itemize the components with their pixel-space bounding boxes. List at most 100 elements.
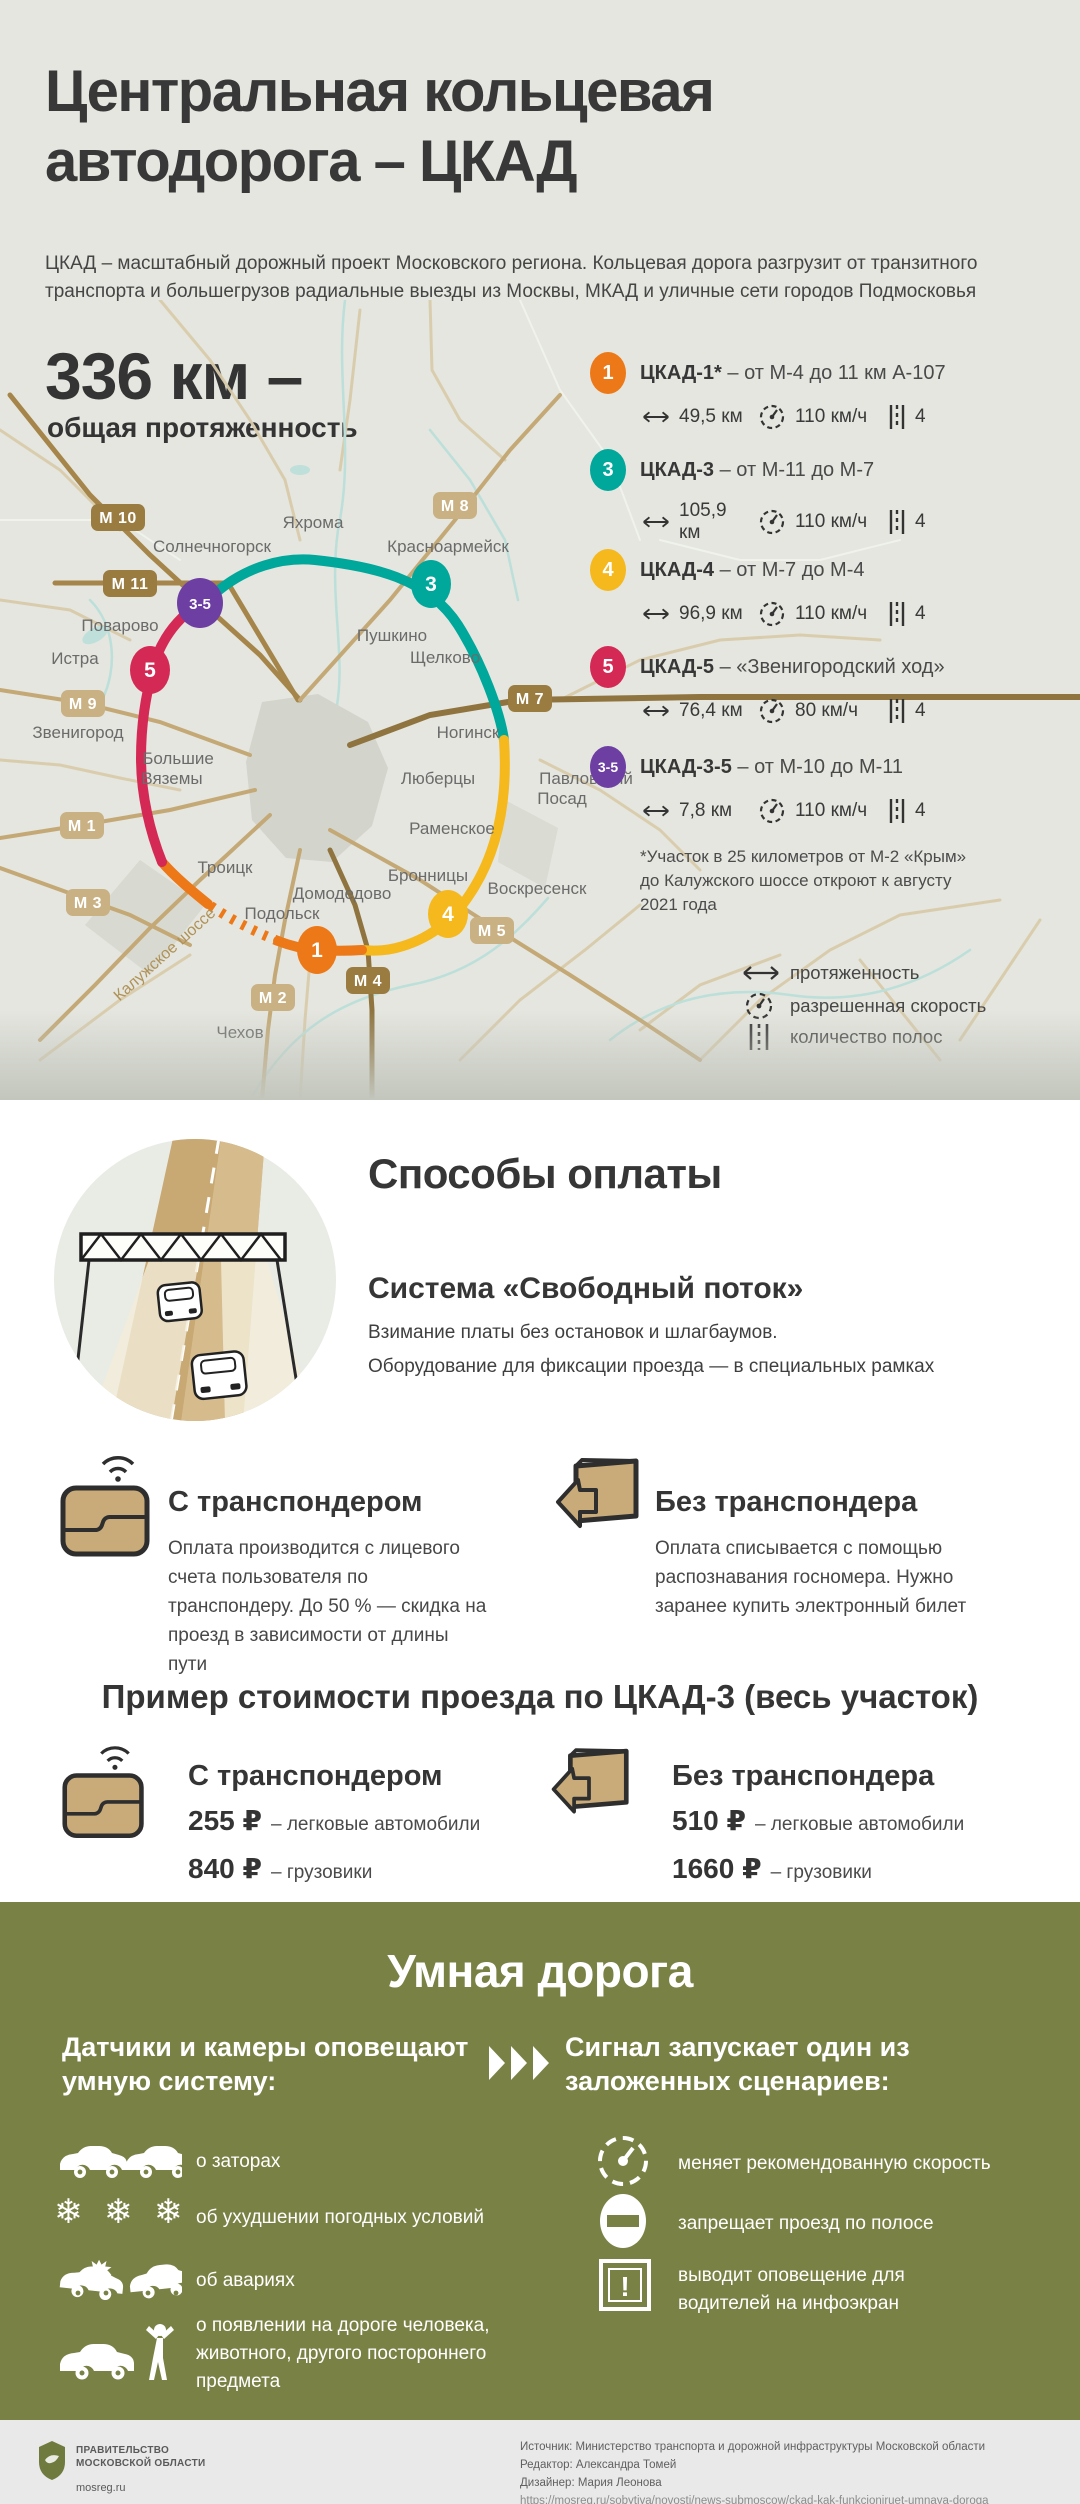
transponder-icon xyxy=(60,1456,150,1557)
badge-m10: М 10 xyxy=(99,510,137,527)
gov-logo-text: ПРАВИТЕЛЬСТВО МОСКОВСКОЙ ОБЛАСТИ xyxy=(76,2445,206,2469)
segment-stats: 96,9 км 110 км/ч 4 xyxy=(590,600,1070,628)
segment-speed: 110 км/ч xyxy=(795,406,868,427)
car-price: 510 ₽ xyxy=(672,1805,746,1836)
car-price: 255 ₽ xyxy=(188,1805,262,1836)
payment-subheading: Система «Свободный поток» xyxy=(368,1272,804,1305)
transponder-icon xyxy=(62,1746,144,1839)
svg-text:3: 3 xyxy=(425,573,437,596)
segment-title: ЦКАД-3-5 – от М-10 до М-11 xyxy=(640,755,904,778)
car-crash-icon xyxy=(59,2259,182,2300)
segment-lanes: 4 xyxy=(915,603,926,624)
pricing-with-car-row: 255 ₽ – легковые автомобили xyxy=(188,1804,480,1837)
ring-segment-ckad3 xyxy=(205,554,509,745)
credits-block: Источник: Министерство транспорта и доро… xyxy=(520,2438,989,2504)
segment-lanes: 4 xyxy=(915,406,926,427)
city-label: Воскресенск xyxy=(488,879,587,898)
city-label: Пушкино xyxy=(357,626,427,645)
speedometer-icon xyxy=(598,2136,648,2186)
car-price-label: – легковые автомобили xyxy=(754,1814,965,1835)
e-ticket-icon xyxy=(551,1748,629,1814)
lanes-icon xyxy=(889,699,905,723)
segment-stats: 49,5 км 110 км/ч 4 xyxy=(590,403,1070,431)
moscow-city-shape xyxy=(246,694,388,862)
segment-title: ЦКАД-1* – от М-4 до 11 км А-107 xyxy=(640,361,946,384)
truck-price: 1660 ₽ xyxy=(672,1853,762,1884)
city-label: Яхрома xyxy=(283,513,344,532)
credit-designer: Дизайнер: Мария Леонова xyxy=(520,2477,662,2489)
with-transponder-title: С транспондером xyxy=(168,1486,423,1518)
badge-m8: М 8 xyxy=(441,498,469,515)
segment-number-badge: 3-5 xyxy=(590,746,626,788)
credit-editor: Редактор: Александра Томей xyxy=(520,2459,677,2471)
length-icon xyxy=(643,516,669,528)
segment-lanes: 4 xyxy=(915,700,926,721)
city-label: Солнечногорск xyxy=(153,537,271,556)
segment-length: 76,4 км xyxy=(679,700,743,721)
segment-number-badge: 4 xyxy=(590,549,626,591)
payment-heading: Способы оплаты xyxy=(368,1150,722,1197)
segment-speed: 110 км/ч xyxy=(795,603,868,624)
city-label: Бронницы xyxy=(388,866,468,885)
length-icon xyxy=(643,411,669,423)
segment-title: ЦКАД-3 – от М-11 до М-7 xyxy=(640,458,875,481)
without-transponder-title: Без транспондера xyxy=(655,1486,918,1518)
segment-length: 49,5 км xyxy=(679,406,743,427)
svg-text:4: 4 xyxy=(442,903,454,926)
ring-marker-3-5: 3-5 xyxy=(177,578,223,628)
sensors-header: Датчики и камеры оповещают умную систему… xyxy=(62,2032,469,2096)
car-price-label: – легковые автомобили xyxy=(270,1814,481,1835)
car-person-icon xyxy=(60,2324,174,2380)
map-federal-highways xyxy=(0,392,1080,1100)
ckad-map: М 10 М 11 М 8 М 9 М 7 М 1 М 3 М 2 М 4 М … xyxy=(0,300,1080,1100)
legend-length-label: протяженность xyxy=(790,962,919,983)
toll-gantry-illustration xyxy=(54,1139,336,1421)
snowflakes-icon: ❄ ❄ ❄ xyxy=(54,2193,189,2231)
sensor-label: об ухудшении погодных условий xyxy=(196,2207,484,2228)
sensor-label: о заторах xyxy=(196,2151,281,2172)
pricing-heading: Пример стоимости проезда по ЦКАД-3 (весь… xyxy=(101,1678,979,1715)
city-label: Большие xyxy=(142,749,214,768)
ring-marker-3: 3 xyxy=(411,560,451,608)
car-front xyxy=(156,1281,203,1323)
scenario-label: выводит оповещение для водителей на инфо… xyxy=(678,2265,905,2314)
svg-text:1: 1 xyxy=(311,939,323,962)
segment-item-ckad3-5: 3-5 ЦКАД-3-5 – от М-10 до М-11 7,8 км 11… xyxy=(590,746,1070,825)
payment-line1: Взимание платы без остановок и шлагбаумо… xyxy=(368,1322,778,1343)
truck-price-label: – грузовики xyxy=(770,1862,872,1883)
map-city-labels: Яхрома Солнечногорск Красноармейск Повар… xyxy=(32,513,632,1042)
city-label: Вяземы xyxy=(141,769,202,788)
segment-title: ЦКАД-4 – от М-7 до М-4 xyxy=(640,558,865,581)
segment-number-badge: 1 xyxy=(590,352,626,394)
sensor-label: об авариях xyxy=(196,2270,295,2291)
segment-item-ckad3: 3 ЦКАД-3 – от М-11 до М-7 105,9 км 110 к… xyxy=(590,449,1070,544)
intro-paragraph: ЦКАД – масштабный дорожный проект Москов… xyxy=(45,253,978,302)
without-transponder-desc: Оплата списывается с помощью распознаван… xyxy=(655,1538,967,1617)
map-road-badges: М 10 М 11 М 8 М 9 М 7 М 1 М 3 М 2 М 4 М … xyxy=(60,492,552,1011)
source-url-link[interactable]: https://mosreg.ru/sobytiya/novosti/news-… xyxy=(520,2495,989,2504)
payment-line2: Оборудование для фиксации проезда — в сп… xyxy=(368,1356,935,1377)
city-label: Звенигород xyxy=(32,723,123,742)
segment-length: 96,9 км xyxy=(679,603,743,624)
segment-number-badge: 3 xyxy=(590,449,626,491)
segment-length: 7,8 км xyxy=(679,800,733,821)
segment-lanes: 4 xyxy=(915,511,926,532)
badge-m5: М 5 xyxy=(478,923,506,940)
segment-speed: 80 км/ч xyxy=(795,700,858,721)
badge-m2: М 2 xyxy=(259,990,287,1007)
segment-speed: 110 км/ч xyxy=(795,800,868,821)
total-length-label: общая протяженность xyxy=(47,412,358,443)
ring-marker-4: 4 xyxy=(428,890,468,938)
svg-text:5: 5 xyxy=(144,659,156,682)
length-icon xyxy=(643,608,669,620)
credit-source: Источник: Министерство транспорта и доро… xyxy=(520,2441,986,2453)
segment-stats: 76,4 км 80 км/ч 4 xyxy=(590,697,1070,725)
speedometer-icon xyxy=(759,798,785,824)
city-label: Красноармейск xyxy=(387,537,509,556)
e-ticket-icon xyxy=(556,1458,639,1528)
speedometer-icon xyxy=(759,698,785,724)
city-label: Поварово xyxy=(81,616,158,635)
speedometer-icon xyxy=(759,509,785,535)
traffic-cars-icon xyxy=(60,2146,182,2178)
